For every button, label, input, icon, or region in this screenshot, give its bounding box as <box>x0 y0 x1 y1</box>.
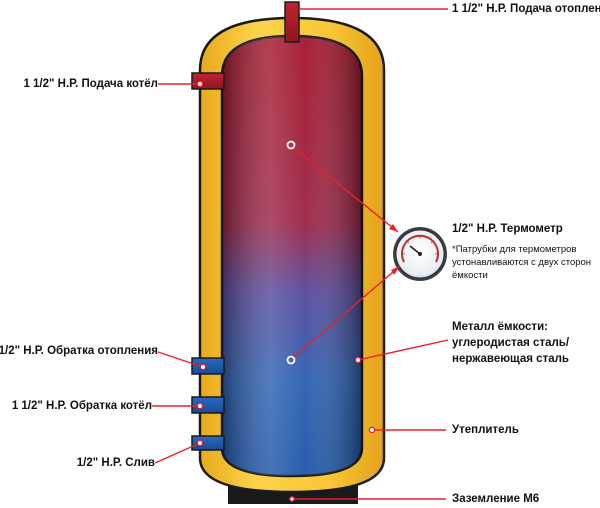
thermometer-gauge-icon <box>393 227 447 281</box>
return-boiler-pipe <box>191 396 225 414</box>
label-metal-line-2: углеродистая сталь/ <box>452 337 570 349</box>
thermometer-note-line-3: ёмкости <box>452 270 488 281</box>
arrowhead-upper <box>389 224 398 232</box>
label-supply-heating: 1 1/2" Н.Р. Подача отопления <box>452 3 600 15</box>
supply-heating-pipe <box>284 1 300 43</box>
return-heating-pipe <box>191 357 225 375</box>
label-drain: 1/2" Н.Р. Слив <box>76 457 155 469</box>
dot-supply-boiler <box>196 80 204 88</box>
label-insulation: Утеплитель <box>452 424 519 436</box>
supply-boiler-pipe <box>191 72 225 90</box>
tank-water-shade <box>222 36 362 476</box>
dot-return-heating <box>199 363 207 371</box>
label-return-boiler: 1 1/2" Н.Р. Обратка котёл <box>11 400 152 412</box>
leader-metal <box>357 339 449 361</box>
thermometer-note-line-2: устонавливаются с двух сторон <box>452 257 592 268</box>
label-metal-line-1: Металл ёмкости: <box>452 321 548 333</box>
label-metal-line-3: нержавеющая сталь <box>452 353 569 365</box>
thermometer-note-line-1: *Патрубки для термометров <box>452 244 577 255</box>
label-supply-boiler: 1 1/2" Н.Р. Подача котёл <box>23 78 158 90</box>
dot-drain <box>196 439 204 447</box>
leader-return-heating <box>157 351 204 368</box>
dot-return-boiler <box>196 402 204 410</box>
leader-thermometer-upper <box>293 147 399 233</box>
thermometer-port-upper <box>286 140 296 150</box>
thermometer-port-lower <box>286 355 296 365</box>
leader-thermometer-lower <box>293 265 401 358</box>
label-grounding: Заземление М6 <box>452 493 540 505</box>
dot-insulation <box>368 426 376 434</box>
dot-grounding <box>289 496 295 502</box>
arrowhead-lower <box>391 266 400 275</box>
label-return-heating: 1 1/2" Н.Р. Обратка отопления <box>0 345 158 357</box>
leader-drain <box>154 442 201 464</box>
label-thermometer: 1/2" Н.Р. Термометр <box>452 223 563 235</box>
drain-pipe <box>191 435 225 451</box>
dot-metal <box>354 356 362 364</box>
